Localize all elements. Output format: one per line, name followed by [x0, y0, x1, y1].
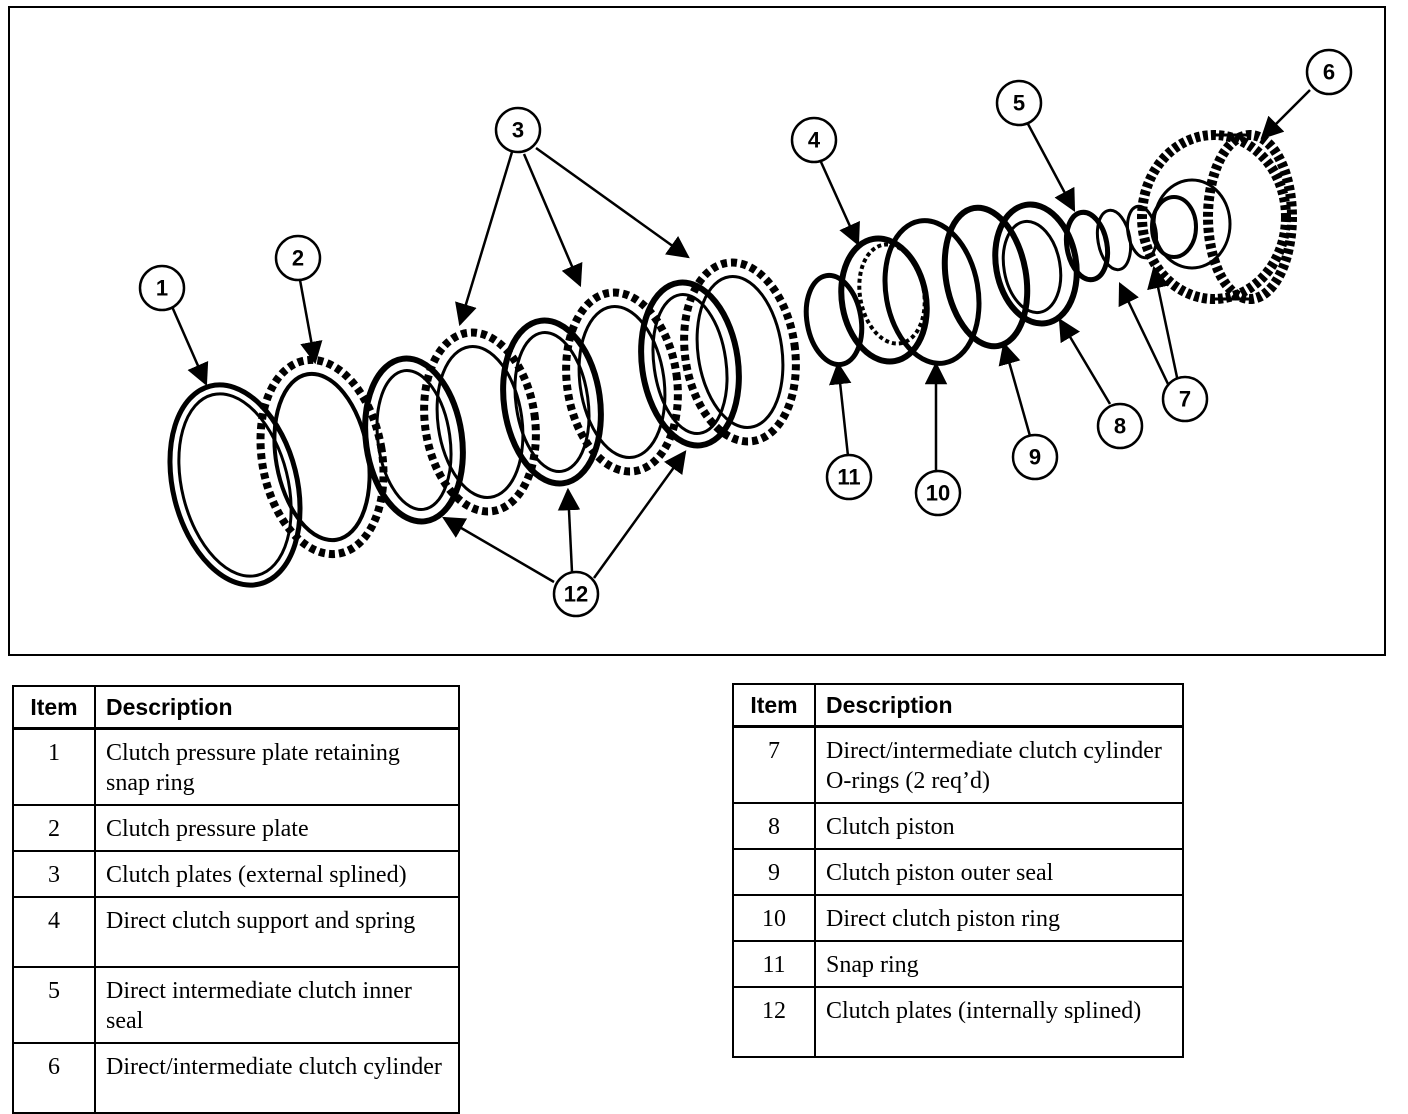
item-number: 10 [732, 894, 816, 942]
callout-4-circle [790, 116, 838, 164]
item-description: Direct clutch piston ring [814, 894, 1184, 942]
callout-2-circle [274, 234, 322, 282]
callout-8-label: 8 [1114, 414, 1126, 439]
item-description: Direct/intermediate clutch cylinder [94, 1042, 460, 1114]
callout-5-label: 5 [1013, 91, 1025, 116]
legend-table-items-1-6: Item Description 1 Clutch pressure plate… [12, 685, 460, 1114]
callout-11-label: 11 [837, 465, 860, 490]
legend-row: 5 Direct intermediate clutch inner seal [12, 966, 460, 1044]
column-header-description: Description [814, 683, 1184, 728]
item-number: 6 [12, 1042, 96, 1114]
legend-row: 2 Clutch pressure plate [12, 804, 460, 852]
legend-row: 1 Clutch pressure plate retaining snap r… [12, 727, 460, 806]
legend-row: 3 Clutch plates (external splined) [12, 850, 460, 898]
column-header-description: Description [94, 685, 460, 730]
inner-seal-part [1063, 209, 1111, 283]
callout-1-label: 1 [156, 276, 168, 301]
legend-row: 10 Direct clutch piston ring [732, 894, 1184, 942]
piston-ring-part [882, 218, 982, 366]
legend-row: 6 Direct/intermediate clutch cylinder [12, 1042, 460, 1114]
item-number: 4 [12, 896, 96, 968]
callout-3-circle [494, 106, 542, 154]
retaining-snap-ring-part [167, 382, 303, 588]
callout-1-circle [138, 264, 186, 312]
exploded-view-drawing: 1 2 3 4 5 6 7 8 9 10 11 12 [138, 48, 1353, 618]
item-description: Snap ring [814, 940, 1184, 988]
snap-ring-part [803, 272, 865, 368]
item-number: 8 [732, 802, 816, 850]
item-description: Direct/intermediate clutch cylinder O-ri… [814, 725, 1184, 804]
legend-row: 8 Clutch piston [732, 802, 1184, 850]
item-description: Clutch pressure plate retaining snap rin… [94, 727, 460, 806]
item-description: Clutch piston [814, 802, 1184, 850]
callout-11-circle [825, 453, 873, 501]
callout-5-circle [995, 79, 1043, 127]
callout-6-circle [1305, 48, 1353, 96]
callout-6-label: 6 [1323, 60, 1335, 85]
item-description: Direct clutch support and spring [94, 896, 460, 968]
clutch-cylinder-part [1137, 130, 1297, 304]
item-description: Clutch pressure plate [94, 804, 460, 852]
callout-9-circle [1011, 433, 1059, 481]
item-description: Clutch plates (external splined) [94, 850, 460, 898]
legend-row: 11 Snap ring [732, 940, 1184, 988]
item-number: 1 [12, 727, 96, 806]
outer-seal-part [941, 204, 1031, 350]
clutch-piston-part [992, 201, 1080, 327]
callout-10-label: 10 [926, 481, 950, 506]
item-number: 5 [12, 966, 96, 1044]
item-number: 12 [732, 986, 816, 1058]
item-description: Clutch piston outer seal [814, 848, 1184, 896]
legend-row: 12 Clutch plates (internally splined) [732, 986, 1184, 1058]
clutch-plates-stack [362, 258, 800, 525]
item-description: Direct intermediate clutch inner seal [94, 966, 460, 1044]
item-number: 11 [732, 940, 816, 988]
callout-2-label: 2 [292, 246, 304, 271]
item-description: Clutch plates (internally splined) [814, 986, 1184, 1058]
callout-7-circle [1161, 375, 1209, 423]
column-header-item: Item [12, 685, 96, 730]
callout-12-label: 12 [564, 582, 588, 607]
callout-9-label: 9 [1029, 445, 1041, 470]
legend-row: 9 Clutch piston outer seal [732, 848, 1184, 896]
item-number: 2 [12, 804, 96, 852]
callout-4-label: 4 [808, 128, 821, 153]
item-number: 3 [12, 850, 96, 898]
legend-row: 4 Direct clutch support and spring [12, 896, 460, 968]
callout-10-circle [914, 469, 962, 517]
item-number: 9 [732, 848, 816, 896]
callout-8-circle [1096, 402, 1144, 450]
item-number: 7 [732, 725, 816, 804]
callout-3-label: 3 [512, 118, 524, 143]
legend-row: 7 Direct/intermediate clutch cylinder O-… [732, 725, 1184, 804]
exploded-view-diagram: 1 2 3 4 5 6 7 8 9 10 11 12 [8, 6, 1386, 656]
support-and-spring-part [838, 235, 930, 365]
callout-7-label: 7 [1179, 387, 1191, 412]
callout-12-circle [552, 570, 600, 618]
legend-table-items-7-12: Item Description 7 Direct/intermediate c… [732, 683, 1184, 1058]
column-header-item: Item [732, 683, 816, 728]
